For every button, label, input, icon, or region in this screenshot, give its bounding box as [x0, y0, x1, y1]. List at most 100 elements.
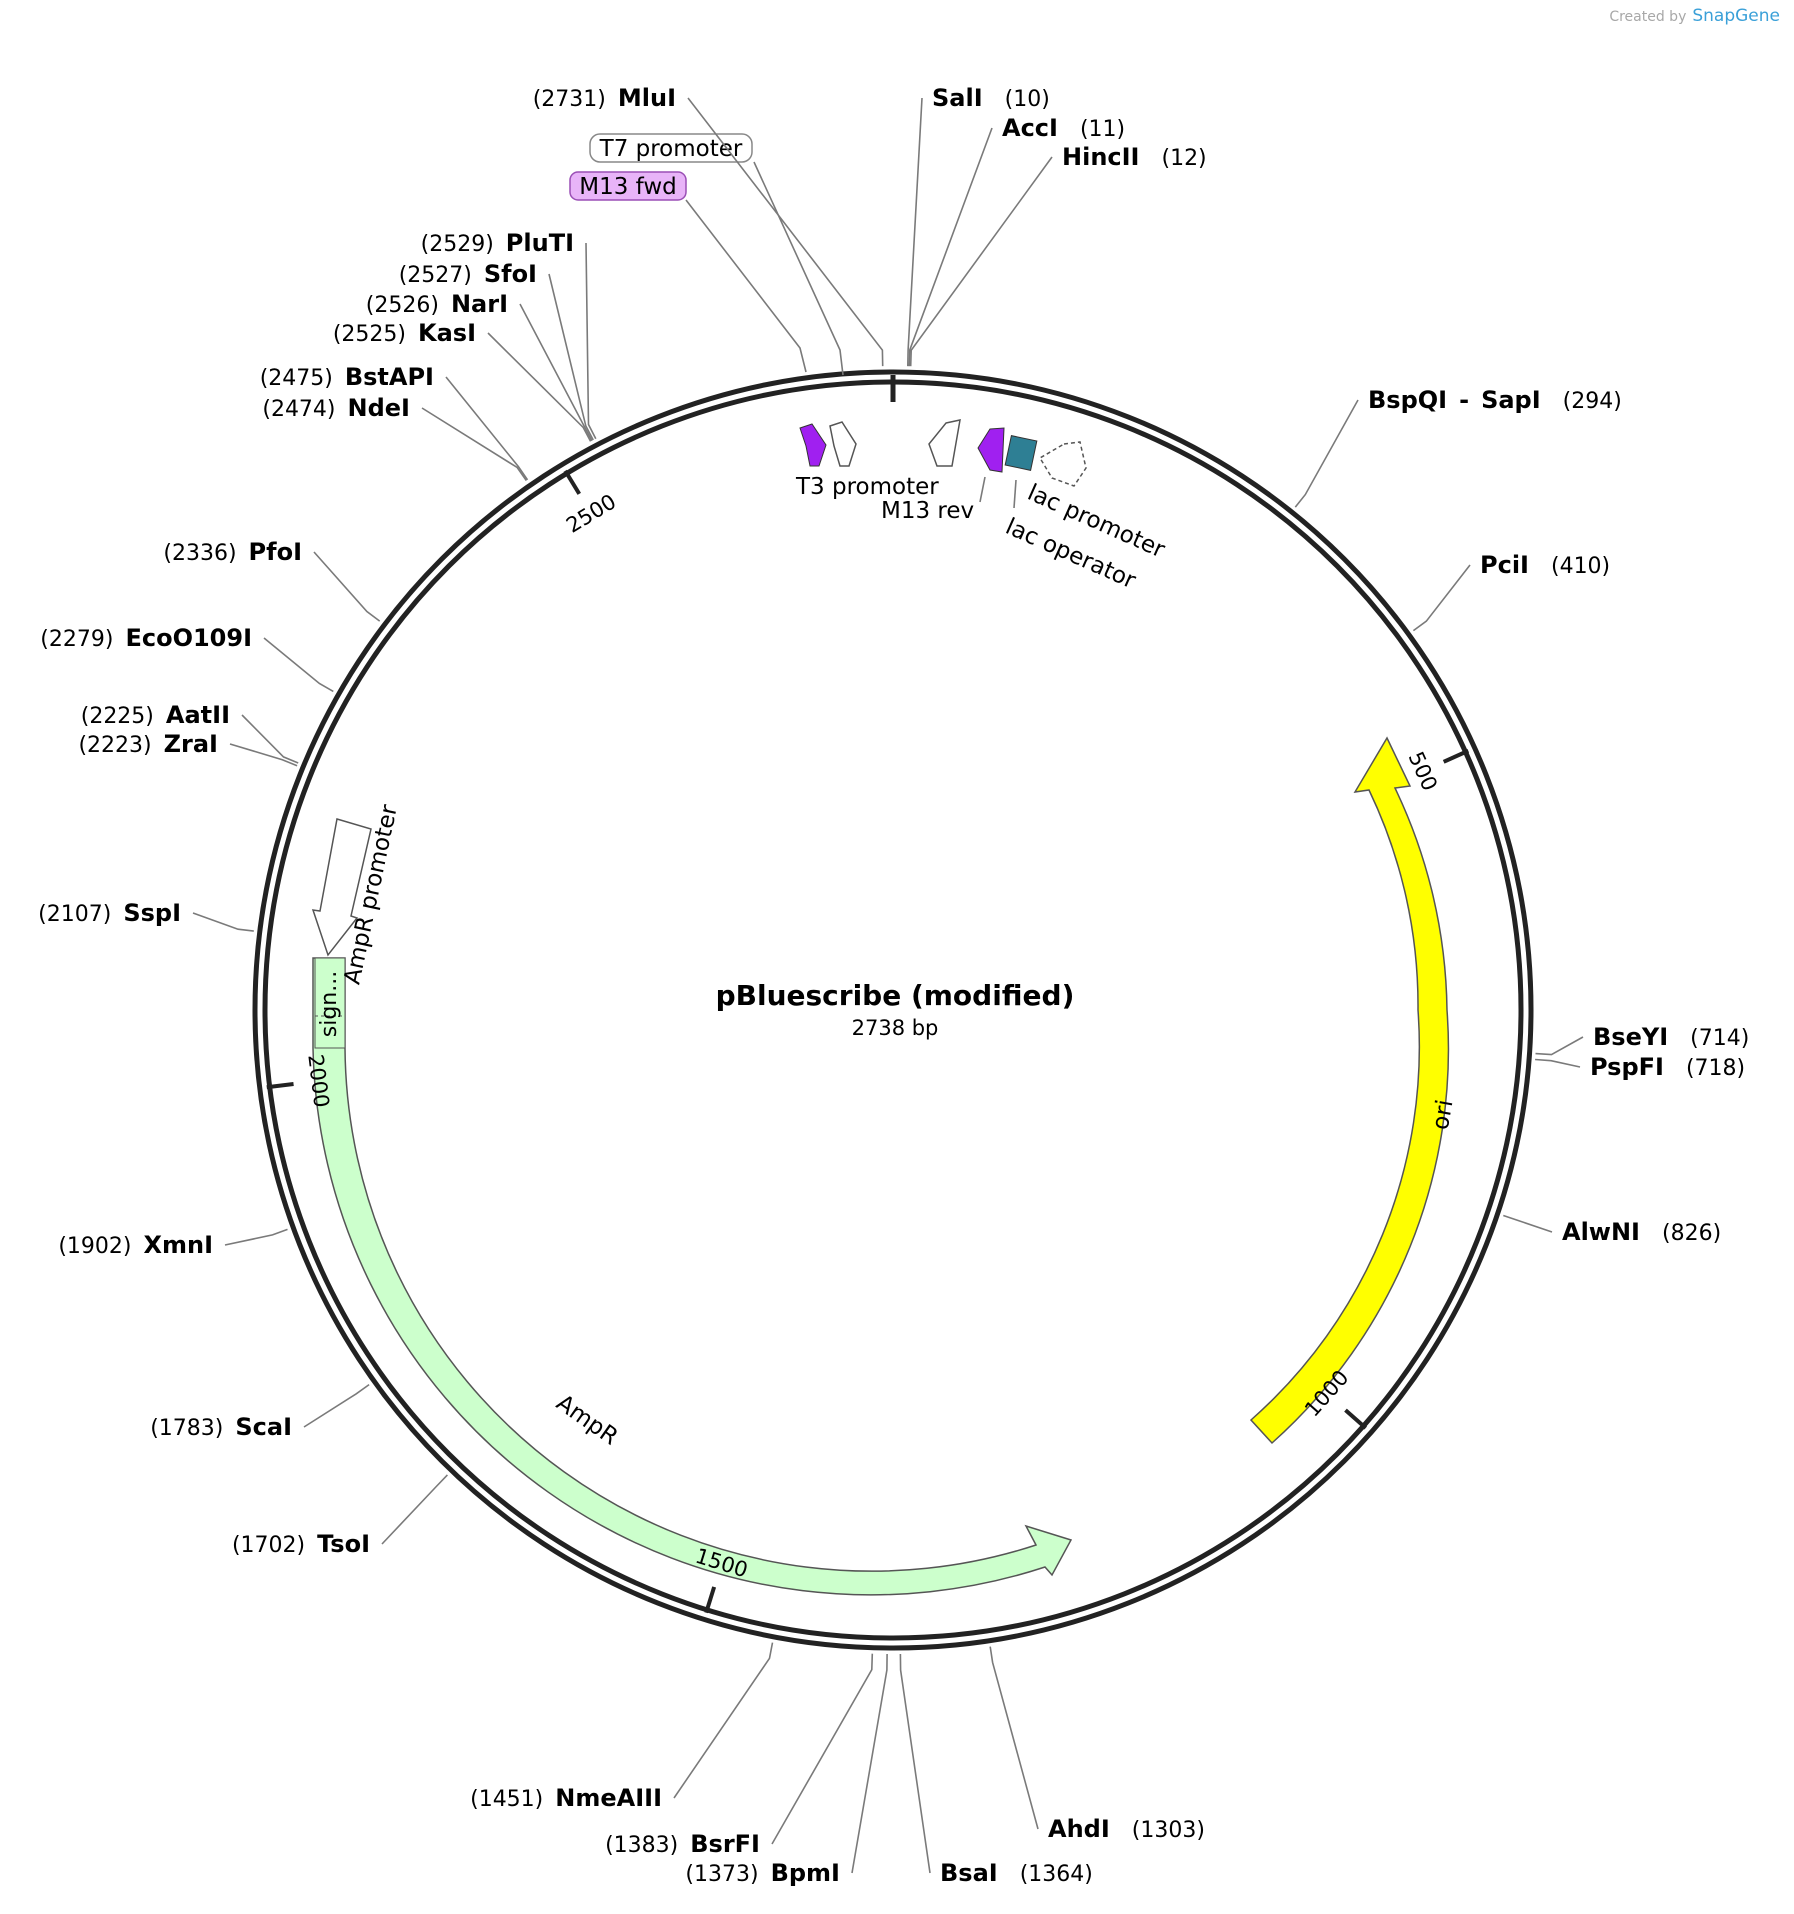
- restriction-site-acci[interactable]: AccI (11): [1002, 114, 1125, 142]
- site-pos: (11): [1080, 117, 1125, 142]
- site-name: AhdI: [1048, 1815, 1110, 1843]
- site-leader: [908, 127, 993, 367]
- lac-promoter-feature[interactable]: [1038, 441, 1087, 487]
- site-leader: [907, 97, 923, 367]
- t3-promoter-feature[interactable]: [829, 421, 857, 467]
- restriction-site-aatii[interactable]: (2225)AatII: [81, 701, 230, 729]
- restriction-site-hincii[interactable]: HincII (12): [1062, 143, 1207, 171]
- m13-rev-feature-outline[interactable]: [928, 419, 961, 467]
- site-leader: [303, 1383, 370, 1428]
- scale-tick: [1344, 1408, 1368, 1430]
- m13-fwd-label: M13 fwd: [579, 174, 677, 200]
- site-name: SspI: [123, 899, 181, 927]
- ampr-feature[interactable]: [312, 957, 1073, 1596]
- restriction-site-bstapi[interactable]: (2475)BstAPI: [260, 363, 434, 391]
- site-name: PfoI: [249, 538, 302, 566]
- site-pos: (718): [1686, 1056, 1745, 1081]
- restriction-site-bpmi[interactable]: (1373)BpmI: [685, 1859, 840, 1887]
- site-leader: [263, 637, 334, 693]
- site-name: BsaI: [940, 1859, 998, 1887]
- restriction-site-ecoo109i[interactable]: (2279) EcoO109I: [40, 624, 252, 652]
- restriction-site-nmeaiii[interactable]: (1451)NmeAIII: [470, 1784, 662, 1812]
- restriction-site-bseyi[interactable]: BseYI(714): [1593, 1023, 1749, 1051]
- restriction-site-mlui[interactable]: (2731)MluI: [533, 84, 676, 112]
- restriction-site-scai[interactable]: (1783) ScaI: [150, 1413, 292, 1441]
- site-name: ScaI: [235, 1413, 292, 1441]
- site-name: AlwNI: [1562, 1218, 1640, 1246]
- site-pos: (826): [1662, 1221, 1721, 1246]
- restriction-site-sspi[interactable]: (2107)SspI: [38, 899, 181, 927]
- site-name: BstAPI: [345, 363, 434, 391]
- site-leader: [519, 303, 593, 442]
- backbone-outer: [252, 369, 1534, 1651]
- ori-feature[interactable]: [1249, 736, 1450, 1445]
- site-leader: [989, 1646, 1039, 1830]
- t7-promoter-box[interactable]: [589, 133, 753, 163]
- site-name: MluI: [618, 84, 676, 112]
- site-name: XmnI: [143, 1231, 213, 1259]
- restriction-site-bsrfi[interactable]: (1383)BsrFI: [605, 1830, 760, 1858]
- restriction-site-ahdi[interactable]: AhdI (1303): [1048, 1815, 1205, 1843]
- site-leader: [673, 1642, 774, 1799]
- restriction-site-zrai[interactable]: (2223) ZraI: [78, 730, 218, 758]
- scale-tick: [1442, 748, 1470, 764]
- site-leader: [224, 1228, 288, 1246]
- site-name: AccI: [1002, 114, 1058, 142]
- site-pos: (2279): [40, 627, 113, 652]
- m13-fwd-box[interactable]: [569, 171, 687, 201]
- site-pos: (1702): [232, 1533, 305, 1558]
- site-pos: (2225): [81, 704, 154, 729]
- site-name: EcoO109I: [125, 624, 252, 652]
- site-name: NdeI: [348, 394, 410, 422]
- m13-rev-feature[interactable]: [977, 427, 1005, 473]
- site-pos: (1783): [150, 1416, 223, 1441]
- restriction-site-bspqi[interactable]: BspQI-SapI(294): [1368, 386, 1622, 414]
- site-leader: [313, 551, 381, 622]
- site-pos: (1303): [1132, 1818, 1205, 1843]
- t7-promoter-label: T7 promoter: [599, 136, 743, 162]
- restriction-site-pspfi[interactable]: PspFI (718): [1590, 1053, 1745, 1081]
- site-pos: (1902): [58, 1234, 131, 1259]
- site-pos: (2223): [78, 733, 151, 758]
- restriction-site-pcii[interactable]: PciI(410): [1480, 551, 1610, 579]
- restriction-site-sfoi[interactable]: (2527)SfoI: [399, 260, 537, 288]
- restriction-site-pfoi[interactable]: (2336)PfoI: [163, 538, 302, 566]
- restriction-site-bsai[interactable]: BsaI (1364): [940, 1859, 1093, 1887]
- t3-primer-feature[interactable]: [799, 423, 827, 467]
- site-name: PspFI: [1590, 1053, 1664, 1081]
- site-pos: (410): [1551, 554, 1610, 579]
- site-leader: [1535, 1036, 1584, 1056]
- scale-tick: [563, 469, 581, 495]
- site-name: ZraI: [164, 730, 218, 758]
- restriction-site-tsoi[interactable]: (1702)TsoI: [232, 1530, 370, 1558]
- site-name: NarI: [451, 290, 508, 318]
- site-leader: [899, 1653, 931, 1874]
- site-leader: [487, 332, 592, 442]
- restriction-site-sali[interactable]: SalI(10): [932, 84, 1050, 112]
- signal-sequence[interactable]: [314, 957, 346, 1049]
- site-name: HincII: [1062, 143, 1139, 171]
- site-pos: (2525): [333, 322, 406, 347]
- restriction-site-pluti[interactable]: (2529)PluTI: [421, 229, 574, 257]
- site-pos: (10): [1005, 87, 1050, 112]
- site-leader: [445, 376, 529, 481]
- site-leader: [192, 912, 254, 932]
- ampr-promoter-feature[interactable]: [311, 818, 372, 957]
- site-pos: (2529): [421, 232, 494, 257]
- restriction-site-xmni[interactable]: (1902) XmnI: [58, 1231, 213, 1259]
- site-pos: (2527): [399, 263, 472, 288]
- restriction-site-alwni[interactable]: AlwNI (826): [1562, 1218, 1721, 1246]
- restriction-sites: (2731)MluI SalI(10)AccI (11)HincII (12) BspQ…: [38, 84, 1749, 1887]
- scale-tick: [266, 1081, 294, 1090]
- restriction-site-ndei[interactable]: (2474)NdeI: [262, 394, 410, 422]
- site-pos: (12): [1161, 146, 1206, 171]
- lac-operator-feature[interactable]: [1004, 435, 1038, 471]
- site-leader: [1503, 1214, 1553, 1233]
- restriction-site-nari[interactable]: (2526)NarI: [366, 290, 508, 318]
- m13-rev-label: M13 rev: [881, 498, 974, 524]
- scale-tick-label: 1500: [693, 1544, 751, 1583]
- site-pos: (1364): [1020, 1862, 1093, 1887]
- restriction-site-kasi[interactable]: (2525)KasI: [333, 319, 476, 347]
